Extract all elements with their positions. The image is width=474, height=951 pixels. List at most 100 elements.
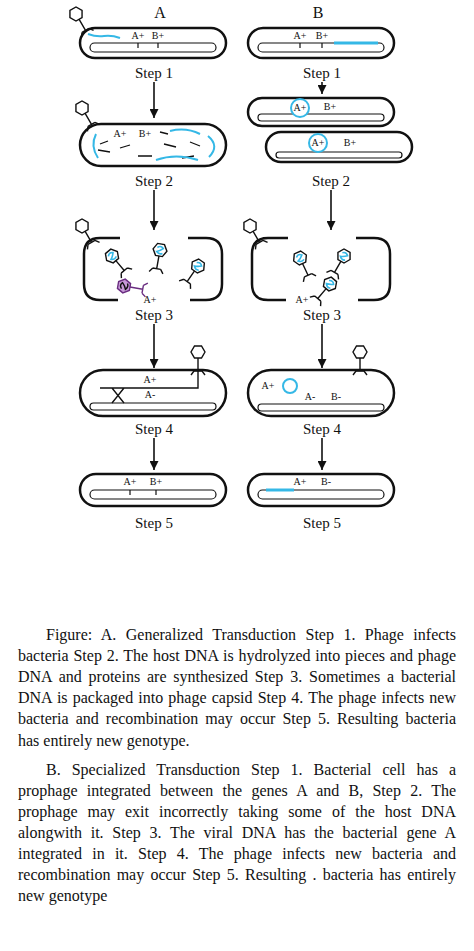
bacterium-cell <box>248 28 394 58</box>
gene-label: A+ <box>294 477 307 487</box>
gene-label: A+ <box>312 138 325 148</box>
step-label: Step 2 <box>312 173 350 190</box>
bacterium-cell <box>248 474 394 506</box>
gene-label: A- <box>145 390 156 400</box>
bacterium-cell <box>248 370 394 416</box>
phage <box>103 247 132 278</box>
bacterium-cell <box>90 490 216 499</box>
figure-caption: B. Specialized Transduction Step 1. Bact… <box>18 759 456 907</box>
bacterium-cell <box>248 474 394 506</box>
gene-label: A+ <box>144 375 157 385</box>
bacterium-cell <box>138 43 158 48</box>
step-panel: Step 3 <box>246 230 398 324</box>
gene-label: A+ <box>132 31 145 41</box>
phage <box>73 217 100 249</box>
step-arrow <box>330 190 332 230</box>
bacterium-cell <box>258 404 384 411</box>
bacterium-cell <box>80 124 226 166</box>
step-label: Step 5 <box>135 515 173 532</box>
bacterium-cell <box>80 370 226 416</box>
bacterium-cell <box>248 98 394 126</box>
excised-prophage <box>291 99 309 117</box>
step-arrow <box>321 324 323 368</box>
step-label: Step 3 <box>135 307 173 324</box>
bacterium-cell <box>130 490 156 495</box>
step-label: Step 3 <box>303 307 341 324</box>
phage <box>67 5 94 37</box>
gene-label: A- <box>305 392 316 402</box>
gene-label: A+ <box>296 295 309 305</box>
phage <box>149 243 168 274</box>
gene-label: B+ <box>150 477 162 487</box>
phage <box>241 217 268 249</box>
gene-label: B+ <box>316 31 328 41</box>
gene-label: B- <box>321 477 331 487</box>
column-label: B <box>313 4 324 22</box>
phage <box>326 247 353 279</box>
bacterium-cell <box>80 124 226 166</box>
phage <box>191 346 205 375</box>
bacterium-cell <box>300 43 322 48</box>
bacterium-cell <box>90 43 216 52</box>
gene-label: A+ <box>124 477 137 487</box>
step-arrow <box>153 324 155 368</box>
step-label: Step 2 <box>135 173 173 190</box>
bacterium-cell <box>100 371 198 403</box>
phage <box>353 346 367 375</box>
phage <box>73 99 100 131</box>
step-panel: Step 2 <box>78 118 230 190</box>
step-label: Step 4 <box>303 421 341 438</box>
gene-label: B+ <box>324 102 336 112</box>
phage <box>179 257 207 289</box>
lysed-cell <box>84 238 222 300</box>
bacterium-cell <box>90 403 216 410</box>
phage <box>291 250 316 282</box>
step-panel: Step 4 <box>246 368 398 438</box>
step-label: Step 1 <box>303 65 341 82</box>
gene-label: A+ <box>294 31 307 41</box>
step-arrow <box>153 438 155 470</box>
bacterium-cell <box>258 114 384 121</box>
caption-block: Figure: A. Generalized Transduction Step… <box>18 624 456 914</box>
transducing-phage <box>117 278 148 297</box>
step-label: Step 4 <box>135 421 173 438</box>
column-label: A <box>154 4 166 22</box>
phage-dna <box>283 379 297 393</box>
gene-label: B- <box>331 392 341 402</box>
step-arrow <box>321 82 323 94</box>
gene-label: B+ <box>152 31 164 41</box>
excised-prophage <box>309 134 327 152</box>
gene-label: A+ <box>144 295 157 305</box>
bacterium-cell <box>266 132 412 162</box>
step-label: Step 5 <box>303 515 341 532</box>
bacterium-cell <box>80 474 226 506</box>
gene-label: B+ <box>344 138 356 148</box>
gene-label: A+ <box>114 129 127 139</box>
figure-caption: Figure: A. Generalized Transduction Step… <box>18 624 456 751</box>
step-arrow <box>321 438 323 470</box>
step-arrow <box>153 82 155 118</box>
bacterium-cell <box>248 98 412 162</box>
gene-label: A+ <box>294 103 307 113</box>
bacterium-cell <box>80 28 226 58</box>
bacterium-cell <box>80 370 226 416</box>
bacterium-cell <box>276 152 402 158</box>
integrated-dna <box>266 489 294 492</box>
bacterium-cell <box>258 43 384 52</box>
bacterium-cell <box>248 28 394 58</box>
bacterium-cell <box>248 370 394 416</box>
gene-label: A+ <box>262 381 275 391</box>
bacterium-cell <box>258 490 384 499</box>
step-label: Step 1 <box>135 65 173 82</box>
bacterium-cell <box>80 28 226 58</box>
prophage <box>334 42 378 45</box>
step-arrow <box>153 190 155 230</box>
bacterium-cell <box>80 474 226 506</box>
step-panel: Step 3 <box>78 230 230 324</box>
phage-dna <box>88 34 120 38</box>
gene-label: B+ <box>139 129 151 139</box>
lysed-cell <box>252 238 390 300</box>
phage-dna <box>93 130 214 160</box>
transducing-phage <box>310 275 339 306</box>
